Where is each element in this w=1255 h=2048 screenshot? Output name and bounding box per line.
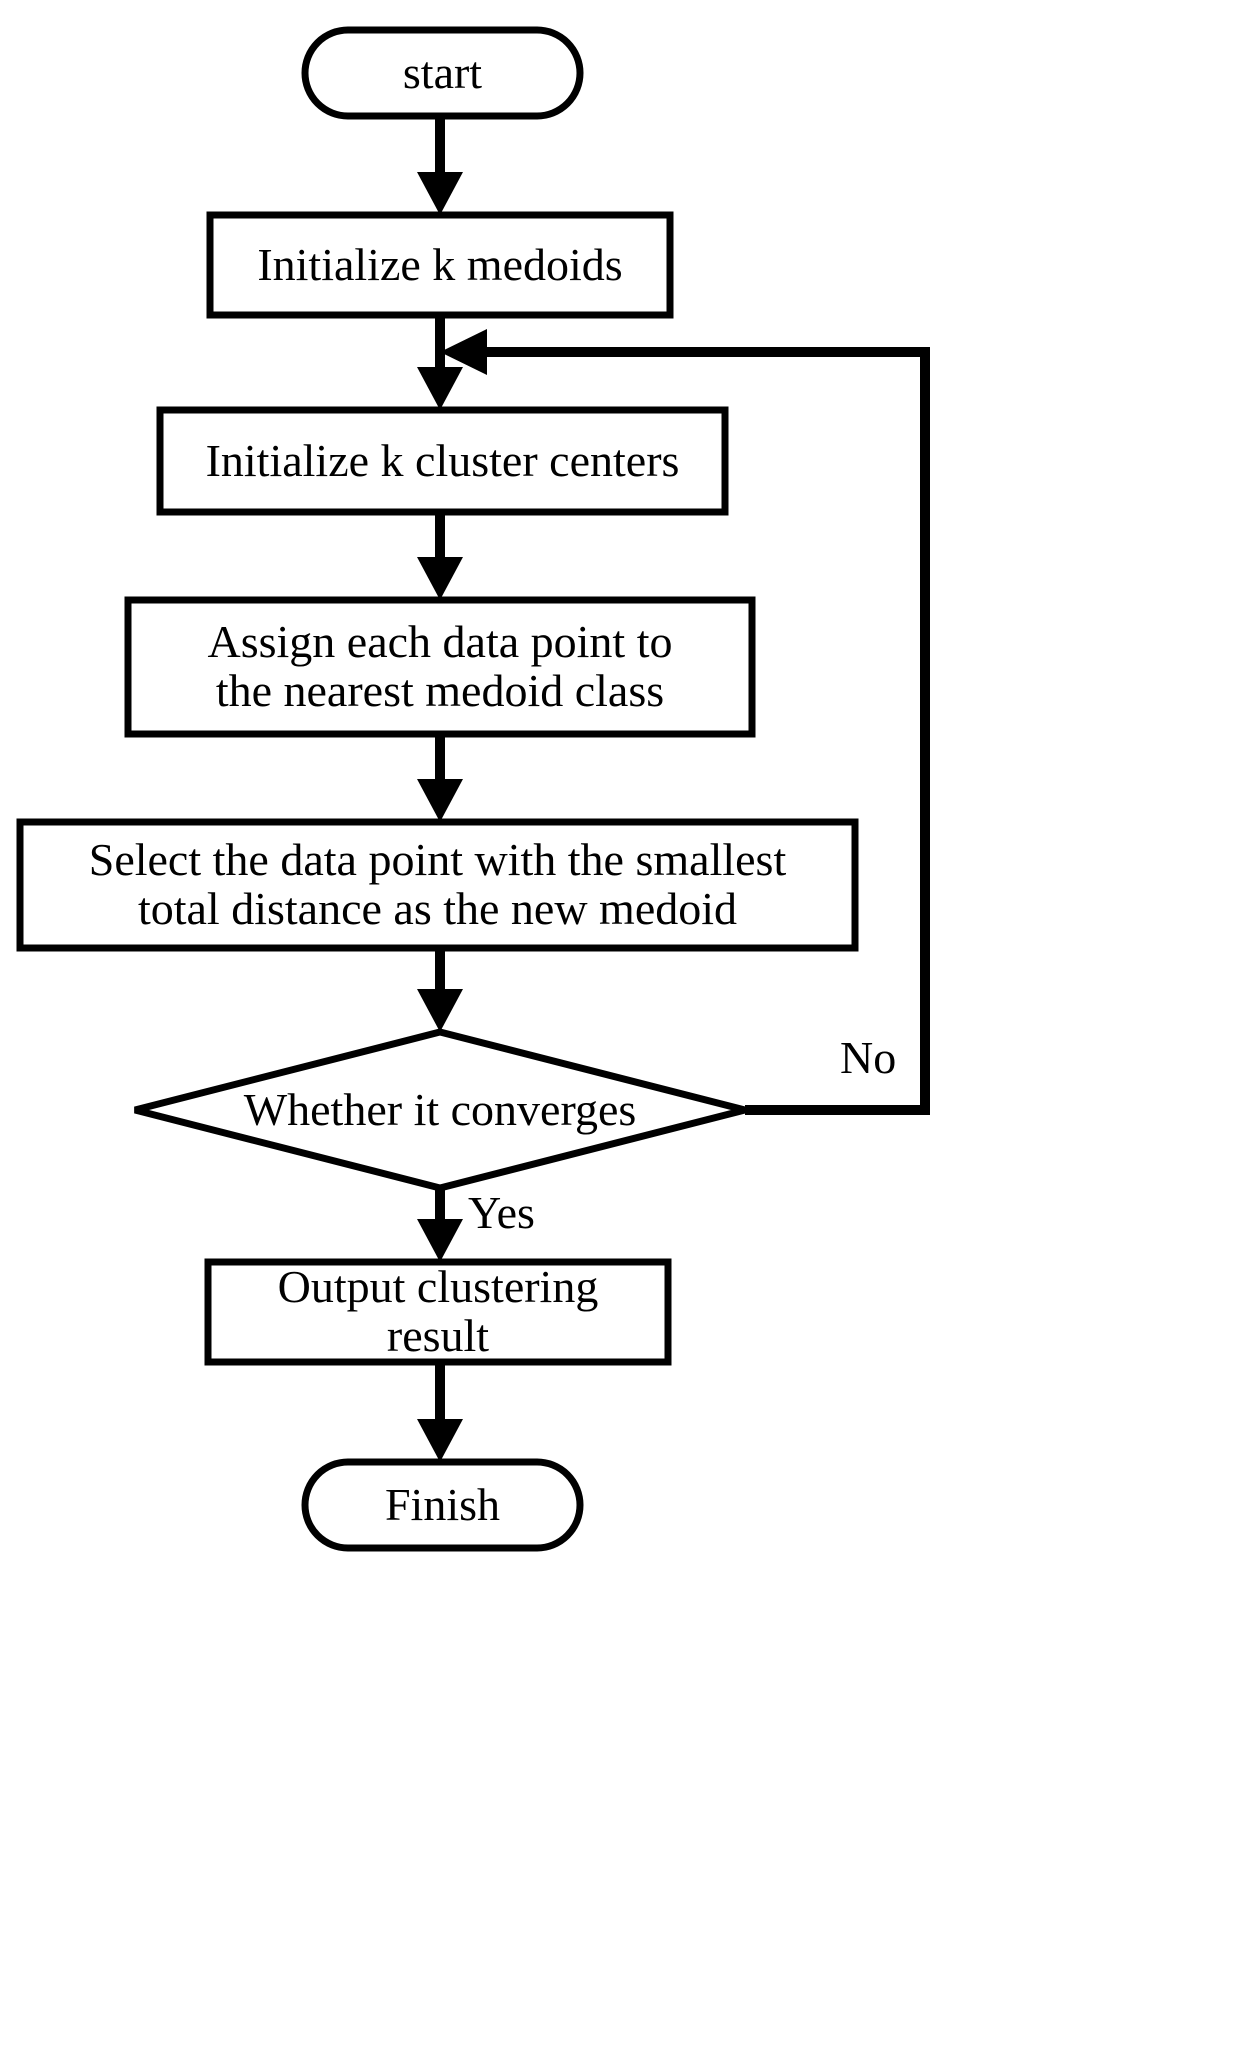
edge-decision-yes-to-output xyxy=(417,1188,463,1262)
node-init-medoids[interactable] xyxy=(210,215,670,315)
edge-assign-to-select xyxy=(417,734,463,822)
edge-init-centers-to-assign xyxy=(417,512,463,600)
edge-start-to-init-medoids xyxy=(417,116,463,215)
edge-decision-no-loopback xyxy=(440,329,930,1115)
node-output-result[interactable] xyxy=(208,1262,668,1362)
edge-output-to-finish xyxy=(417,1362,463,1462)
edge-init-medoids-to-init-centers xyxy=(417,315,463,410)
node-shape-assign-points[interactable] xyxy=(124,596,756,738)
node-select-medoid[interactable] xyxy=(20,822,855,948)
node-shape-output-result[interactable] xyxy=(204,1258,672,1366)
node-finish[interactable] xyxy=(305,1462,580,1548)
node-shape-finish[interactable] xyxy=(301,1458,584,1552)
node-shape-init-medoids[interactable] xyxy=(206,211,674,319)
node-shape-init-centers[interactable] xyxy=(156,406,729,516)
node-init-centers[interactable] xyxy=(160,410,725,512)
edge-select-to-decision xyxy=(417,948,463,1032)
node-assign-points[interactable] xyxy=(128,600,752,734)
node-start[interactable] xyxy=(305,30,580,116)
node-converge-decision[interactable] xyxy=(135,1032,745,1188)
